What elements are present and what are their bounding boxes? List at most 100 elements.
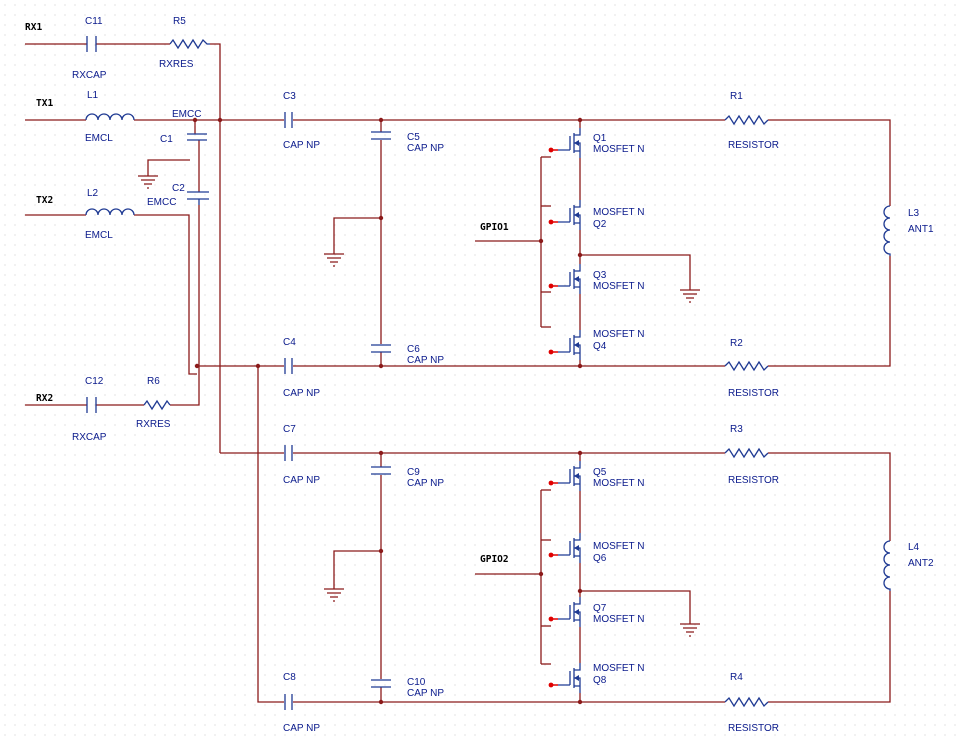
ref-q5: Q5 [593,467,607,478]
ref-q3: Q3 [593,270,607,281]
ground-icon [324,588,344,602]
mosfet-q5[interactable] [548,461,581,491]
wires [25,43,891,703]
ref-l2: L2 [87,188,99,199]
mosfet-q3[interactable] [548,264,581,294]
capacitor-c7[interactable] [284,445,293,461]
ref-c4: C4 [283,337,296,348]
net-label-tx1: TX1 [36,98,53,109]
ref-q4: Q4 [593,341,607,352]
val-r1: RESISTOR [728,140,779,151]
val-c12: RXCAP [72,432,107,443]
resistor-r2[interactable] [724,360,769,372]
ref-q8: Q8 [593,675,607,686]
inductor-l3[interactable] [883,205,891,256]
val-l3: ANT1 [908,224,934,235]
ref-r4: R4 [730,672,743,683]
inductor-l2[interactable] [85,208,135,216]
capacitor-c5[interactable] [371,131,391,140]
capacitor-c9[interactable] [371,466,391,475]
ground-icon [680,623,700,637]
capacitor-c12[interactable] [86,397,97,413]
val-q2: MOSFET N [593,207,644,218]
val-c2: EMCC [147,197,176,208]
ref-q6: Q6 [593,553,607,564]
capacitor-c8[interactable] [284,694,293,710]
val-q5: MOSFET N [593,478,644,489]
val-c7: CAP NP [283,475,320,486]
ref-r5: R5 [173,16,186,27]
ref-r3: R3 [730,424,743,435]
mosfet-q8[interactable] [548,663,581,693]
ref-c8: C8 [283,672,296,683]
val-r2: RESISTOR [728,388,779,399]
ground-icon [324,253,344,267]
capacitor-c1[interactable] [187,133,207,141]
ref-l1: L1 [87,90,99,101]
ref-l4: L4 [908,542,920,553]
ground-icon [680,289,700,303]
junctions [192,117,583,705]
val-q6: MOSFET N [593,541,644,552]
ref-r2: R2 [730,338,743,349]
capacitor-c2[interactable] [187,191,209,205]
val-c8: CAP NP [283,723,320,734]
capacitor-c6[interactable] [371,344,391,353]
ref-c3: C3 [283,91,296,102]
val-c1: EMCC [172,109,201,120]
val-q7: MOSFET N [593,614,644,625]
val-l2: EMCL [85,230,113,241]
net-label-gpio2: GPIO2 [480,554,509,565]
capacitor-c11[interactable] [86,36,97,52]
ref-c6: C6 [407,344,420,355]
ref-c9: C9 [407,467,420,478]
val-q8: MOSFET N [593,663,644,674]
ground-icon [138,175,158,189]
ref-c1: C1 [160,134,173,145]
ref-l3: L3 [908,208,920,219]
ref-c10: C10 [407,677,426,688]
val-q3: MOSFET N [593,281,644,292]
ref-r6: R6 [147,376,160,387]
mosfet-q6[interactable] [548,533,581,563]
net-label-rx2: RX2 [36,393,53,404]
resistor-r1[interactable] [724,114,769,126]
val-r3: RESISTOR [728,475,779,486]
capacitor-c3[interactable] [284,112,293,128]
resistor-r4[interactable] [724,696,769,708]
val-c10: CAP NP [407,688,444,699]
mosfet-q4[interactable] [548,330,581,360]
net-label-tx2: TX2 [36,195,53,206]
ref-c5: C5 [407,132,420,143]
mosfet-q7[interactable] [548,597,581,627]
ref-q7: Q7 [593,603,607,614]
ref-c7: C7 [283,424,296,435]
ref-c12: C12 [85,376,104,387]
ref-q2: Q2 [593,219,607,230]
val-q4: MOSFET N [593,329,644,340]
ref-c11: C11 [85,16,103,27]
resistor-r3[interactable] [724,447,769,459]
val-c6: CAP NP [407,355,444,366]
val-r6: RXRES [136,419,171,430]
val-r4: RESISTOR [728,723,779,734]
val-c3: CAP NP [283,140,320,151]
mosfet-q1[interactable] [548,128,581,158]
capacitor-c4[interactable] [284,358,293,374]
resistor-r5[interactable] [169,38,210,50]
net-label-gpio1: GPIO1 [480,222,509,233]
inductor-l1[interactable] [85,113,135,121]
val-c5: CAP NP [407,143,444,154]
ref-q1: Q1 [593,133,607,144]
inductor-l4[interactable] [883,540,891,591]
ref-r1: R1 [730,91,743,102]
val-q1: MOSFET N [593,144,644,155]
capacitor-c10[interactable] [371,679,391,688]
ref-c2: C2 [172,183,185,194]
resistor-r6[interactable] [143,399,171,411]
mosfet-q2[interactable] [548,200,581,230]
val-r5: RXRES [159,59,194,70]
val-l4: ANT2 [908,558,934,569]
